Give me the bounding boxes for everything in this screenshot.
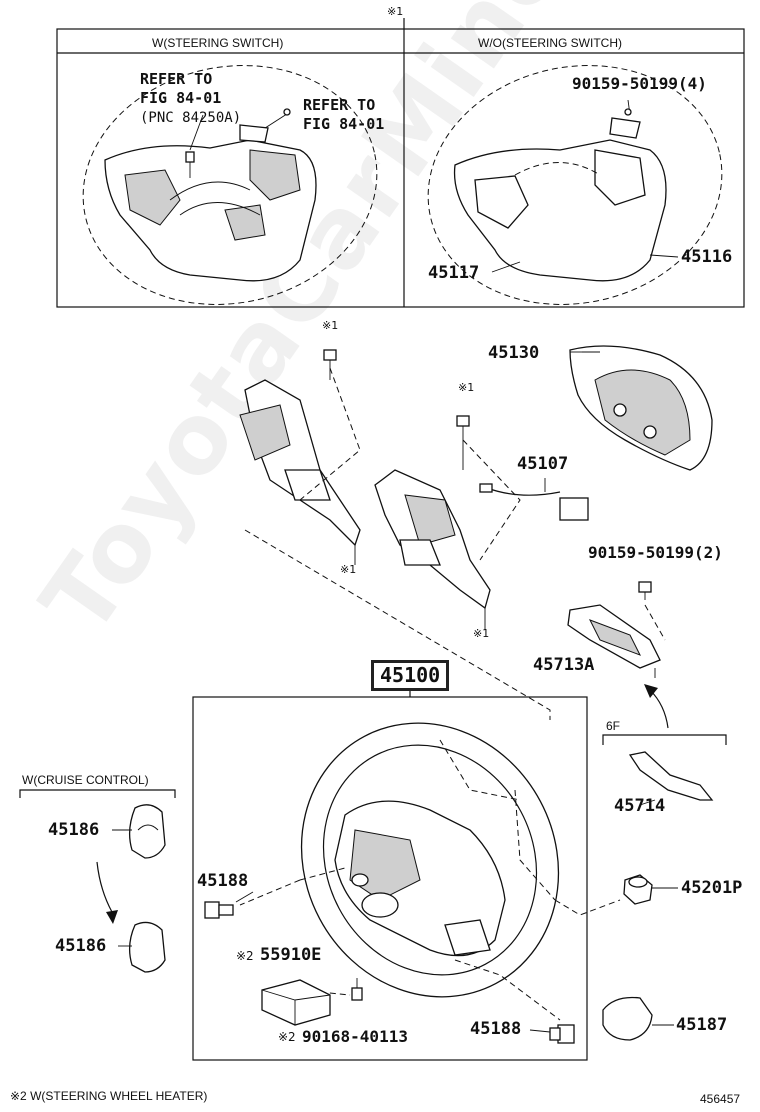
- mark-1-c: ※1: [340, 563, 357, 576]
- part-45714-illustration: [628, 751, 714, 801]
- refer-a-line1: REFER TO: [140, 70, 213, 88]
- nut-45201p-illustration: [623, 874, 653, 905]
- refer-a-pnc: (PNC 84250A): [140, 110, 242, 126]
- steering-wheel-without-switch-illustration: [427, 65, 723, 305]
- mark-2-b: ※2: [278, 1030, 296, 1044]
- mark-1-b: ※1: [458, 381, 475, 394]
- arrow-6f: [602, 684, 727, 745]
- label-45186-a: 45186: [48, 820, 100, 840]
- header-with-switch: W(STEERING SWITCH): [152, 36, 284, 50]
- label-45107: 45107: [517, 454, 569, 474]
- refer-b-line1: REFER TO: [303, 96, 376, 114]
- label-leaders: [235, 351, 678, 903]
- switch-bezel-left-illustration: [239, 349, 361, 565]
- label-45714: 45714: [614, 796, 666, 816]
- label-45188-a: 45188: [197, 871, 249, 891]
- label-55910e: 55910E: [260, 945, 322, 965]
- label-6f: 6F: [606, 719, 621, 733]
- label-cruise-control: W(CRUISE CONTROL): [22, 773, 149, 787]
- refer-a-line2: FIG 84-01: [140, 89, 222, 107]
- mark-1-d: ※1: [473, 627, 490, 640]
- header-without-switch: W/O(STEERING SWITCH): [478, 36, 622, 50]
- label-45117: 45117: [428, 263, 480, 283]
- mark-1-a: ※1: [322, 319, 339, 332]
- label-45201p: 45201P: [681, 878, 743, 898]
- label-45187: 45187: [676, 1015, 728, 1035]
- refer-b-line2: FIG 84-01: [303, 115, 385, 133]
- top-panel-frame: [56, 18, 745, 308]
- steering-wheel-45100-illustration: [299, 722, 560, 998]
- label-screw-2: 90159-50199(2): [588, 543, 723, 562]
- cap-45187-illustration: [602, 996, 674, 1041]
- label-90168: 90168-40113: [302, 1027, 408, 1046]
- part-45713a-illustration: [567, 581, 666, 678]
- figure-number: 456457: [700, 1092, 741, 1106]
- bolt-45188-illustrations: [204, 901, 575, 1044]
- steering-wheel-with-switch-illustration: [82, 65, 378, 305]
- label-screw-4: 90159-50199(4): [572, 74, 707, 93]
- label-45188-b: 45188: [470, 1019, 522, 1039]
- horn-pad-45130-illustration: [569, 345, 713, 471]
- footer-note: ※2 W(STEERING WHEEL HEATER): [10, 1089, 208, 1103]
- wire-45107-illustration: [479, 478, 589, 521]
- label-45130: 45130: [488, 343, 540, 363]
- label-45186-b: 45186: [55, 936, 107, 956]
- label-45116: 45116: [681, 247, 733, 267]
- switch-bezel-right-illustration: [374, 415, 521, 630]
- mark-top: ※1: [387, 5, 404, 18]
- controller-55910e-illustration: [261, 978, 363, 1026]
- cruise-control-group: [19, 789, 176, 973]
- label-45713a: 45713A: [533, 655, 595, 675]
- label-45100: 45100: [371, 660, 450, 691]
- mark-2-a: ※2: [236, 949, 254, 963]
